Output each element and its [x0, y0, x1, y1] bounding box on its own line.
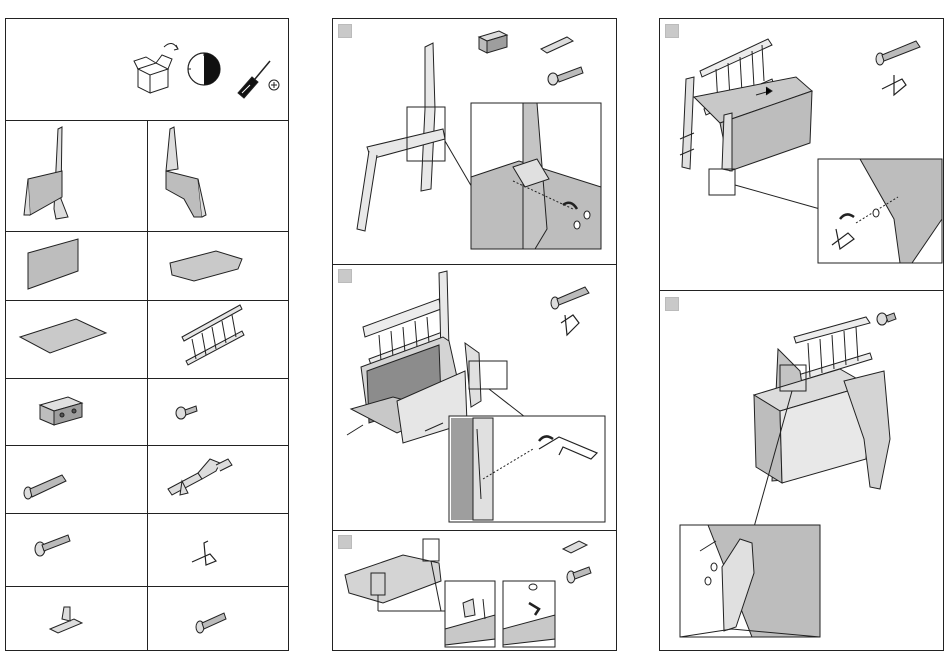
middle-steps-svg [333, 19, 616, 652]
short-screw [176, 406, 197, 419]
parts-svg [6, 19, 288, 652]
step-column-right [659, 18, 944, 651]
step-2-illustration [347, 271, 605, 522]
right-steps-svg [660, 19, 943, 652]
small-hinge [50, 607, 82, 633]
long-bolt [24, 475, 66, 499]
allen-key [192, 541, 216, 565]
barrel-bolt [35, 535, 70, 556]
side-panel-right [166, 127, 206, 217]
wooden-dowel-block [40, 397, 82, 425]
front-panel [28, 239, 78, 289]
lid-hinge [168, 459, 232, 495]
wood-screw [196, 613, 226, 633]
backrest-ladder [182, 305, 244, 365]
parts-list-panel [5, 18, 289, 651]
bottom-board [20, 319, 106, 353]
side-panel-left [24, 127, 68, 219]
seat-lid [170, 251, 242, 281]
step-1-illustration [357, 31, 601, 249]
step-4-illustration [680, 39, 942, 263]
step-5-illustration [680, 313, 896, 637]
step-3-illustration [345, 539, 591, 647]
step-column-middle [332, 18, 617, 651]
